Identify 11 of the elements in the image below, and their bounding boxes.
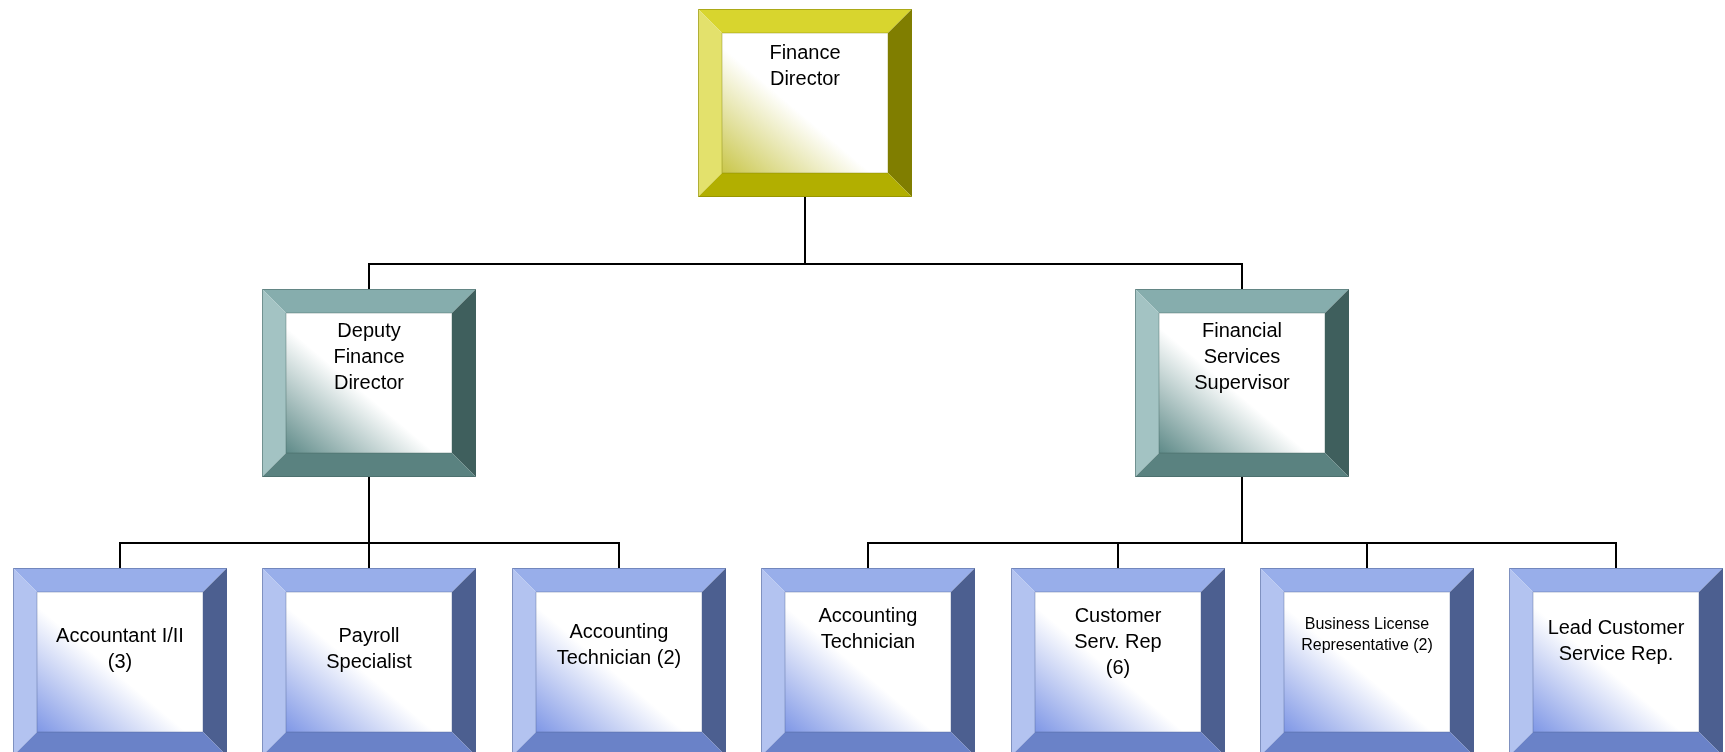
position-title: Accounting Technician (2) xyxy=(555,619,683,670)
position-title: Accounting Technician xyxy=(817,603,919,654)
position-title: Payroll Specialist xyxy=(325,623,413,674)
position-title: Lead Customer Service Rep. xyxy=(1546,615,1686,666)
position-title: Financial Services Supervisor xyxy=(1193,318,1291,395)
position-title: Business License Representative (2) xyxy=(1300,614,1434,655)
position-title: Finance Director xyxy=(768,40,842,91)
position-title: Accountant I/II (3) xyxy=(55,623,185,674)
position-title: Customer Serv. Rep (6) xyxy=(1073,603,1163,680)
connector-line xyxy=(368,476,620,569)
position-title: Deputy Finance Director xyxy=(332,318,406,395)
